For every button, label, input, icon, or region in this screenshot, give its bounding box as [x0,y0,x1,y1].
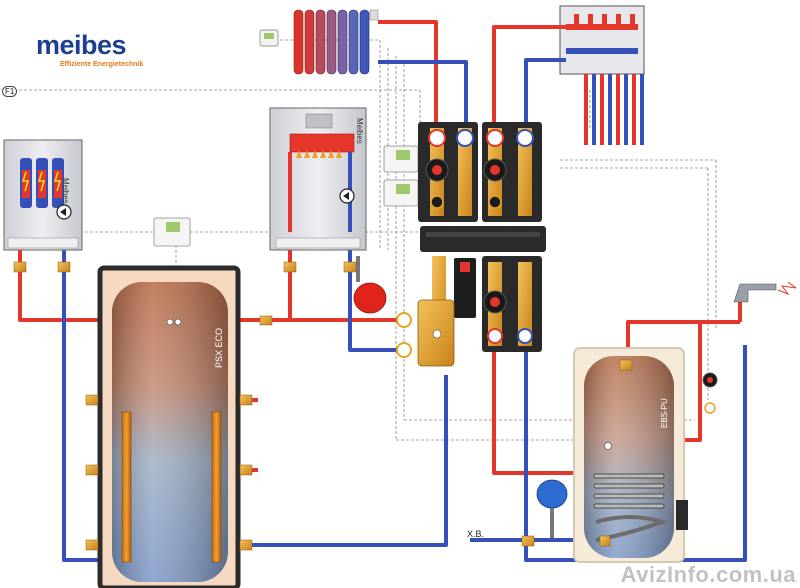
pump-icon [56,204,72,220]
gas-boiler [269,107,367,251]
logo-wordmark: meibes [36,30,127,60]
hydraulic-separator [396,256,476,367]
cold-pipes [62,58,747,562]
faucet-icon [733,281,797,303]
watermark: AvizInfo.com.ua [620,562,796,587]
radiator-icon [293,9,379,75]
gas-boiler-brand: Meibes [355,118,364,144]
dhw-tank [573,347,688,563]
sensor-label-f1: F1 [2,86,18,97]
pump-group-left [418,122,478,222]
room-thermostat-icon [153,217,191,247]
cold-water-label: Х.В. [467,529,485,539]
pump-icon [702,372,718,414]
valve-icon [13,261,633,551]
logo-tagline: Effiziente Energietechnik [60,61,144,68]
pump-group-right [482,122,542,222]
dhw-tank-label: EBS-PU [660,398,669,428]
room-thermostat-icon [259,29,279,47]
distribution-manifold [420,226,546,252]
expansion-vessel-icon [536,479,568,538]
brand-logo: meibes Effiziente Energietechnik [36,30,146,70]
electric-boiler [3,139,83,251]
buffer-tank-label: PSX ECO [214,327,224,368]
controller-units [383,145,419,207]
expansion-vessel-icon [353,256,387,314]
electric-boiler-brand: Meibes [61,178,70,204]
floor-manifold-icon [559,5,645,75]
floor-heating-loops [584,74,644,145]
pump-group-dhw [482,256,542,352]
buffer-tank [97,265,241,588]
